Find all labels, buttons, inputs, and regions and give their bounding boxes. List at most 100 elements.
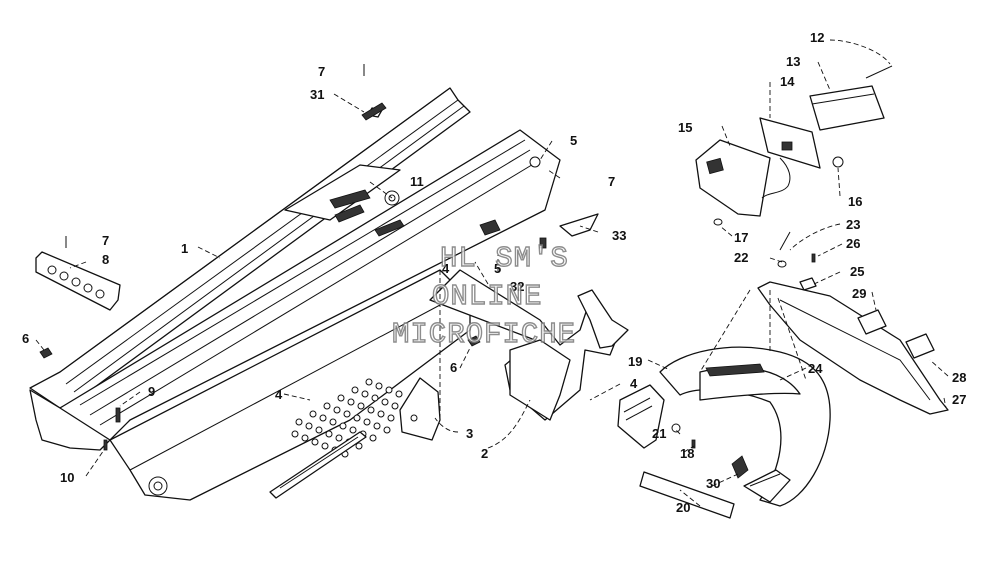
part-33-tag [559,213,599,237]
part-28-decal [905,333,935,359]
callout-16: 16 [848,194,862,209]
callout-2: 2 [481,446,488,461]
part-12-screw [865,65,893,79]
callout-31: 31 [310,87,324,102]
part-21-nut [671,423,681,433]
running-board-hole [301,434,309,442]
running-board-hole [321,442,329,450]
callout-7: 7 [318,64,325,79]
part-19-rear-step [617,384,665,449]
callout-19: 19 [628,354,642,369]
running-board-hole [335,434,343,442]
running-board-hole [343,410,351,418]
callout-25: 25 [850,264,864,279]
part-6-fastener [39,347,53,359]
callout-18: 18 [680,446,694,461]
callout-6: 6 [450,360,457,375]
running-board-hole [361,390,369,398]
running-board-hole [329,418,337,426]
callout-20: 20 [676,500,690,515]
running-board-hole [395,390,403,398]
part-8-heat-shield [35,251,121,311]
callout-23: 23 [846,217,860,232]
callout-28: 28 [952,370,966,385]
running-board-hole [391,402,399,410]
callout-32: 32 [510,279,524,294]
part-15-taillight-housing [695,139,771,217]
running-board-hole [381,398,389,406]
callout-7: 7 [608,174,615,189]
callout-8: 8 [102,252,109,267]
callout-22: 22 [734,250,748,265]
callout-29: 29 [852,286,866,301]
callout-26: 26 [846,236,860,251]
running-board-hole [387,414,395,422]
watermark: HL SM'S ONLINE MICROFICHE [391,241,576,351]
callout-9: 9 [148,384,155,399]
part-3-bracket [399,377,441,441]
watermark-line-1: HL SM'S [440,242,569,275]
running-board-hole [371,394,379,402]
part-25-bracket [799,277,817,291]
part-29-decal [857,309,887,335]
running-board-hole [349,426,357,434]
running-board-hole [357,402,365,410]
callout-5: 5 [570,133,577,148]
callout-labels: 1 2 3 4 4 4 5 5 6 6 7 7 7 8 9 10 11 12 1… [22,30,966,515]
running-board-hole [311,438,319,446]
callout-21: 21 [652,426,666,441]
callout-11: 11 [410,174,424,189]
part-2-fender-panel [429,269,629,421]
running-board-hole [347,398,355,406]
running-board-hole [325,430,333,438]
callout-12: 12 [810,30,824,45]
running-board-hole [383,426,391,434]
running-board-tube [269,431,367,499]
part-10-rivet [103,439,108,451]
callout-4: 4 [630,376,638,391]
running-board-hole [365,378,373,386]
running-board-hole [333,406,341,414]
running-board-hole [351,386,359,394]
running-board-hole [315,426,323,434]
running-board-hole [337,394,345,402]
callout-30: 30 [706,476,720,491]
part-24-rear-bumper [659,346,831,507]
running-board-hole [369,434,377,442]
part-18-screw [691,439,696,449]
running-board-hole [355,442,363,450]
running-board-hole [363,418,371,426]
part-20-plate [639,471,735,519]
running-board-hole [323,402,331,410]
part-17-grommet [713,218,723,226]
running-board-hole [305,422,313,430]
watermark-line-3: MICROFICHE [392,318,576,351]
running-board-hole [373,422,381,430]
callout-6: 6 [22,331,29,346]
running-board-hole [375,382,383,390]
callout-5: 5 [494,261,501,276]
running-board-hole [295,418,303,426]
callout-17: 17 [734,230,748,245]
part-16-wire-connector [761,156,844,199]
rear-grab-step-right [743,469,791,503]
running-board-hole [385,386,393,394]
part-9-bolt [115,407,121,423]
running-board-hole [339,422,347,430]
callout-13: 13 [786,54,800,69]
part-14-lens-bracket [759,117,821,169]
running-board-hole [309,410,317,418]
watermark-line-2: ONLINE [432,280,542,313]
running-board-hole [319,414,327,422]
callout-27: 27 [952,392,966,407]
leader-lines [35,39,949,507]
part-23-bolt [779,231,791,251]
callout-7: 7 [102,233,109,248]
callout-15: 15 [678,120,692,135]
running-board-hole [291,430,299,438]
callout-4: 4 [442,261,450,276]
callout-33: 33 [612,228,626,243]
callout-1: 1 [181,241,188,256]
part-5-fastener [539,237,547,249]
